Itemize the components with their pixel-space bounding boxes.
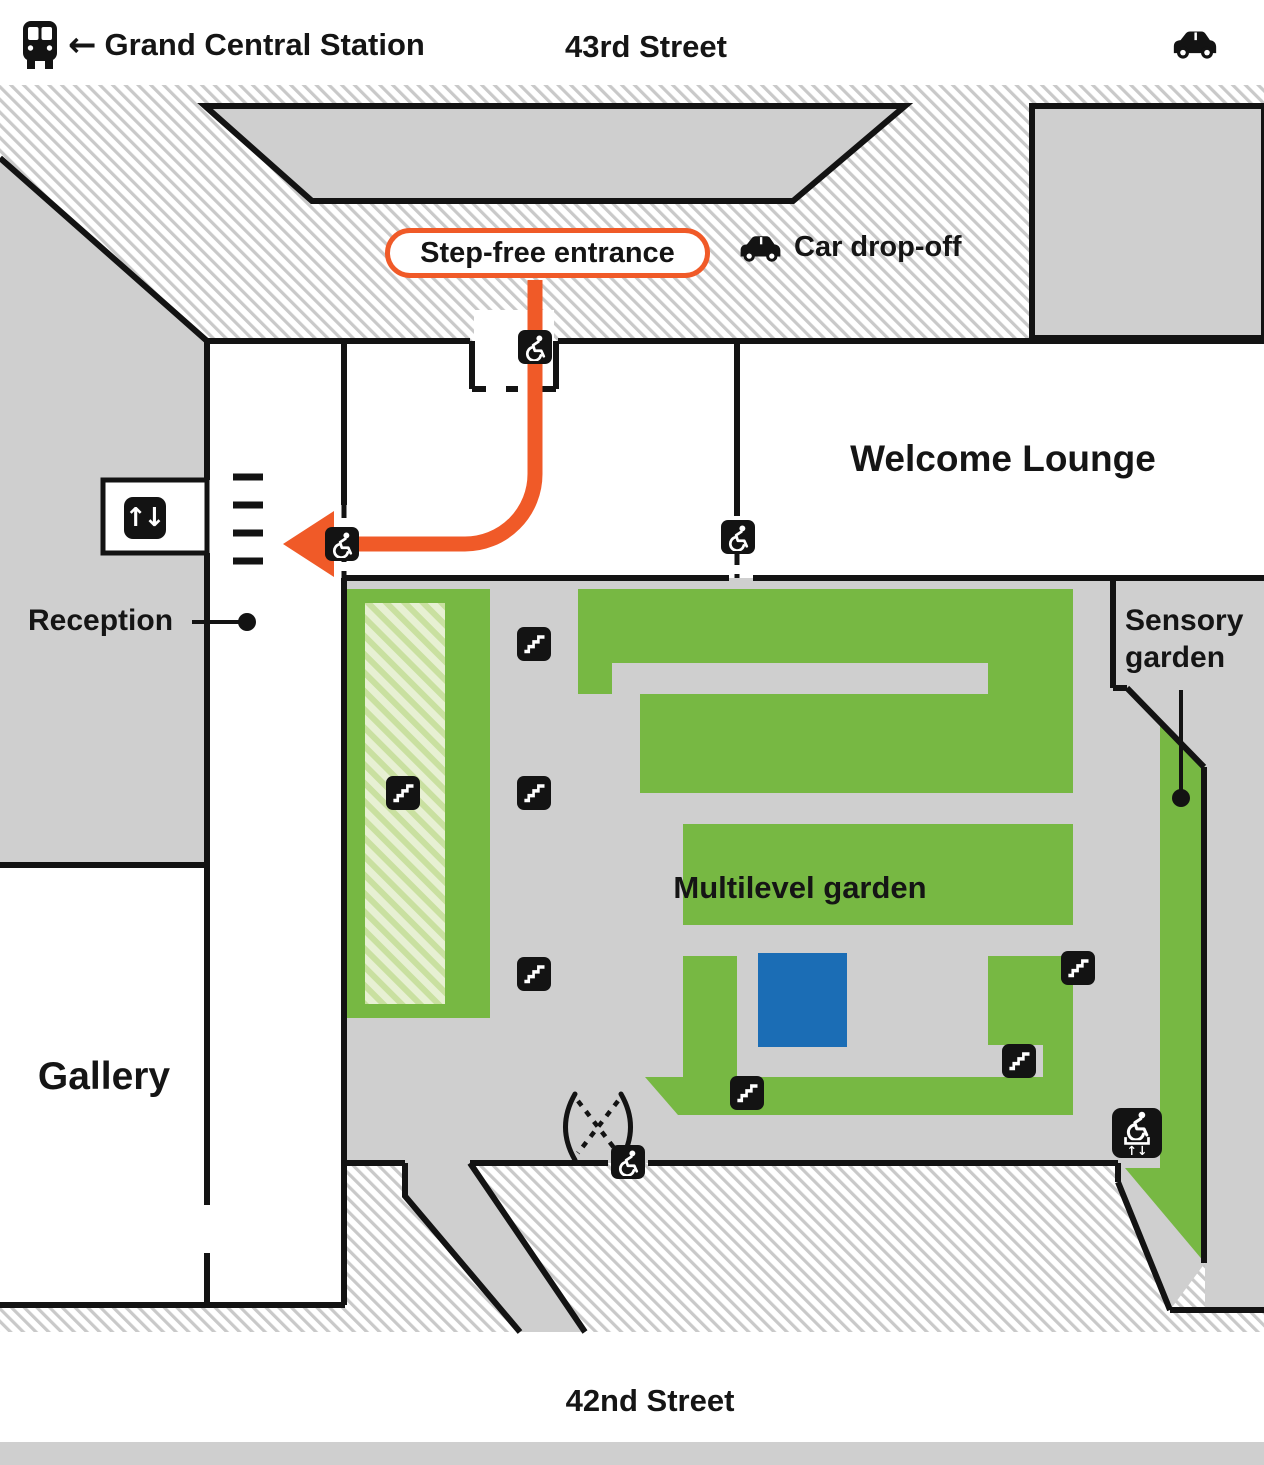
bus-icon [20,20,60,70]
sensory-garden-label: Sensory garden [1125,604,1244,674]
stairs-icon-5 [730,1076,764,1110]
step-free-entrance-label: Step-free entrance [420,236,675,269]
stairs-icon-2 [386,776,420,810]
svg-text:↑↓: ↑↓ [1127,1143,1148,1157]
east-margin [1205,1163,1264,1310]
gallery-label: Gallery [37,1055,171,1098]
header-transit: ← Grand Central Station [20,20,425,70]
west-building-walls [0,155,210,865]
sensory-garden-strip [1125,722,1205,1263]
street-42nd-hatch-west [0,1307,345,1332]
elevator-alcove [100,477,210,556]
car-icon [1170,27,1220,60]
car-drop-off-label: Car drop-off [794,231,962,263]
reception-label: Reception [28,604,174,637]
accessible-door-icon-lounge [721,520,755,554]
street-43rd-label: 43rd Street [565,29,727,64]
left-arrow-icon: ← [68,25,97,65]
step-free-entrance-callout: Step-free entrance [385,228,710,278]
street-42nd-label: 42nd Street [565,1383,735,1418]
street-median [197,103,914,204]
stairs-icon-7 [1002,1044,1036,1078]
water-pool [758,953,847,1047]
platform-lift-icon: ↑↓ [1112,1108,1162,1158]
stairs-icon-4 [517,957,551,991]
car-drop-off-icon [737,232,784,263]
southwest-walkway [405,1163,585,1332]
accessible-route-icon [325,527,359,561]
sensory-garden-leader [1172,690,1190,807]
route-arrowhead [283,511,334,577]
building-walls [0,338,1264,1334]
multilevel-garden-label: Multilevel garden [673,870,927,905]
bottom-sidewalk-bar [0,1442,1264,1465]
step-free-route [283,280,543,577]
elevator-icon: ↑↓ [124,497,166,539]
accessible-door-icon-42nd [611,1145,645,1179]
welcome-lounge-label: Welcome Lounge [850,438,1156,479]
doorway-dashed-walls [341,505,740,578]
stairs-icon-6 [1061,951,1095,985]
station-label: Grand Central Station [104,27,425,62]
reception-steps-marks [233,473,263,565]
stairs-icon-1 [517,627,551,661]
reception-leader [192,613,256,631]
car-drop-off-callout: Car drop-off [737,231,962,264]
stairs-icon-3 [517,776,551,810]
northeast-building [1029,103,1264,341]
accessible-entrance-icon-43rd [518,330,552,364]
